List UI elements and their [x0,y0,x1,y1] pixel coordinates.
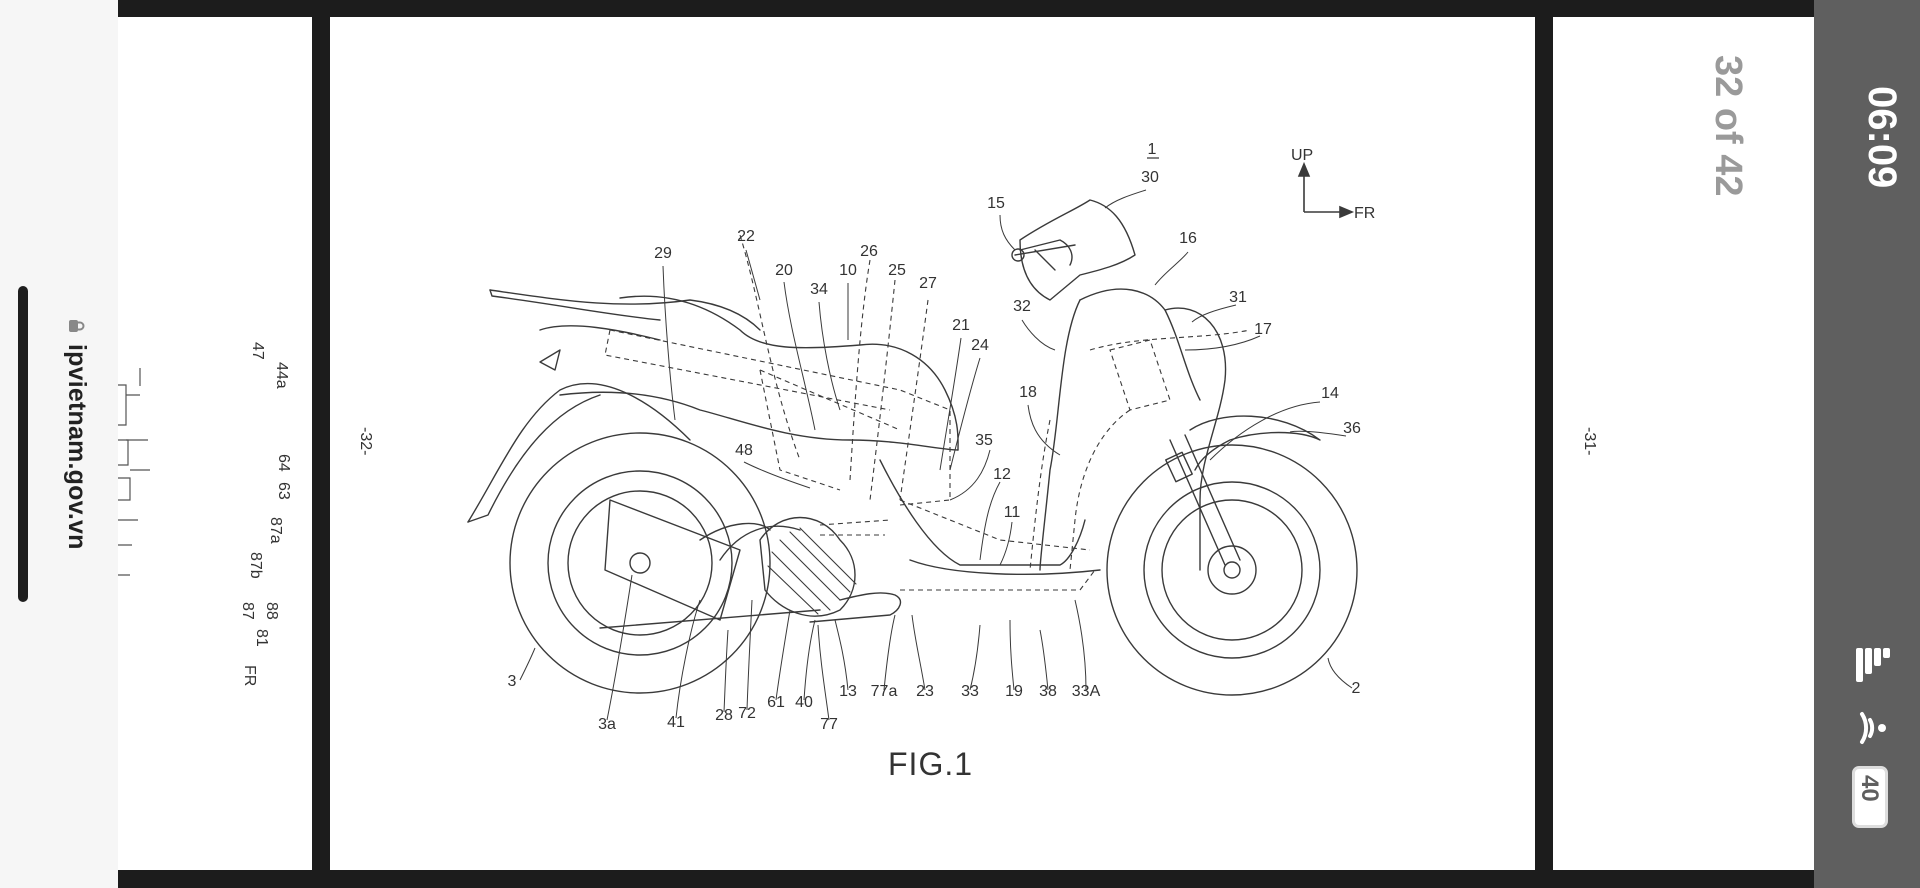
reference-numeral-16: 16 [1179,230,1197,247]
fragment-label: 81 [253,629,270,647]
battery-icon: 40 [1852,766,1888,828]
fragment-label: 88 [263,602,280,620]
page-counter: 32 of 42 [1707,55,1749,197]
reference-numeral-13: 13 [839,683,857,700]
reference-numeral-61: 61 [767,694,785,711]
wifi-icon [1860,712,1886,744]
reference-numeral-3a: 3a [598,716,616,733]
page-gap [312,17,330,870]
fragment-label: 87 [239,602,256,620]
reference-numeral-77: 77 [820,716,838,733]
reference-numeral-33: 33 [961,683,979,700]
reference-numeral-48: 48 [735,442,753,459]
viewer-frame-top [118,0,1814,17]
reference-numeral-1: 1 [1148,141,1157,158]
reference-numeral-33A: 33A [1072,683,1101,700]
reference-numeral-12: 12 [993,466,1011,483]
status-time: 06:09 [1860,86,1904,189]
next-page[interactable]: -31- 32 of 42 [1553,17,1814,870]
reference-numeral-19: 19 [1005,683,1023,700]
reference-numeral-72: 72 [738,705,756,722]
reference-numeral-23: 23 [916,683,934,700]
reference-numeral-25: 25 [888,262,906,279]
current-page[interactable]: -32- [330,17,1535,870]
direction-up-label: UP [1291,147,1313,164]
reference-numeral-18: 18 [1019,384,1037,401]
home-indicator[interactable] [18,286,28,602]
reference-numeral-22: 22 [737,228,755,245]
fragment-label: FR [241,665,258,687]
viewer-frame-bottom [118,870,1814,888]
patent-figure: UP FR FIG.1 1301516311732143618351211222… [467,141,1375,782]
reference-numeral-29: 29 [654,245,672,262]
reference-numeral-35: 35 [975,432,993,449]
reference-numeral-36: 36 [1343,420,1361,437]
reference-numeral-3: 3 [508,673,517,690]
reference-numeral-11: 11 [1004,504,1021,521]
page-gap [1535,17,1553,870]
reference-numeral-2: 2 [1352,680,1361,697]
url-text: ipvietnam.gov.vn [63,344,92,550]
previous-figure-fragment [118,368,150,576]
reference-numeral-34: 34 [810,281,828,298]
reference-numeral-17: 17 [1254,321,1272,338]
fragment-label: 87b [247,552,264,579]
reference-numeral-20: 20 [775,262,793,279]
reference-numeral-15: 15 [987,195,1005,212]
reference-numeral-21: 21 [952,317,970,334]
fragment-label: 64 [275,454,292,472]
page-number: -32- [357,427,374,456]
page-number: -31- [1581,427,1598,456]
browser-bar: ipvietnam.gov.vn [0,0,118,888]
reference-numeral-31: 31 [1229,289,1247,306]
reference-numeral-27: 27 [919,275,937,292]
reference-numeral-26: 26 [860,243,878,260]
reference-numeral-40: 40 [795,694,813,711]
reference-numeral-30: 30 [1141,169,1159,186]
direction-fr-label: FR [1354,205,1375,222]
reference-numeral-24: 24 [971,337,989,354]
battery-level: 40 [1856,775,1883,802]
reference-numeral-10: 10 [839,262,857,279]
figure-caption: FIG.1 [888,746,973,782]
reference-numeral-38: 38 [1039,683,1057,700]
fragment-label: 44a [273,362,290,389]
reference-numeral-32: 32 [1013,298,1031,315]
reference-numeral-28: 28 [715,707,733,724]
fragment-label: 63 [275,482,292,500]
address-bar[interactable]: ipvietnam.gov.vn [60,318,94,618]
fragment-label: 47 [249,342,266,360]
reference-numeral-77a: 77a [871,683,898,700]
reference-numeral-41: 41 [667,714,685,731]
previous-page[interactable]: 47 44a 64 63 87a 87b 88 81 87 FR [118,17,312,870]
fragment-label: 87a [267,517,284,544]
status-bar: 06:09 40 [1814,0,1920,888]
reference-numeral-14: 14 [1321,385,1339,402]
lock-icon [69,320,85,332]
signal-icon [1856,648,1890,682]
